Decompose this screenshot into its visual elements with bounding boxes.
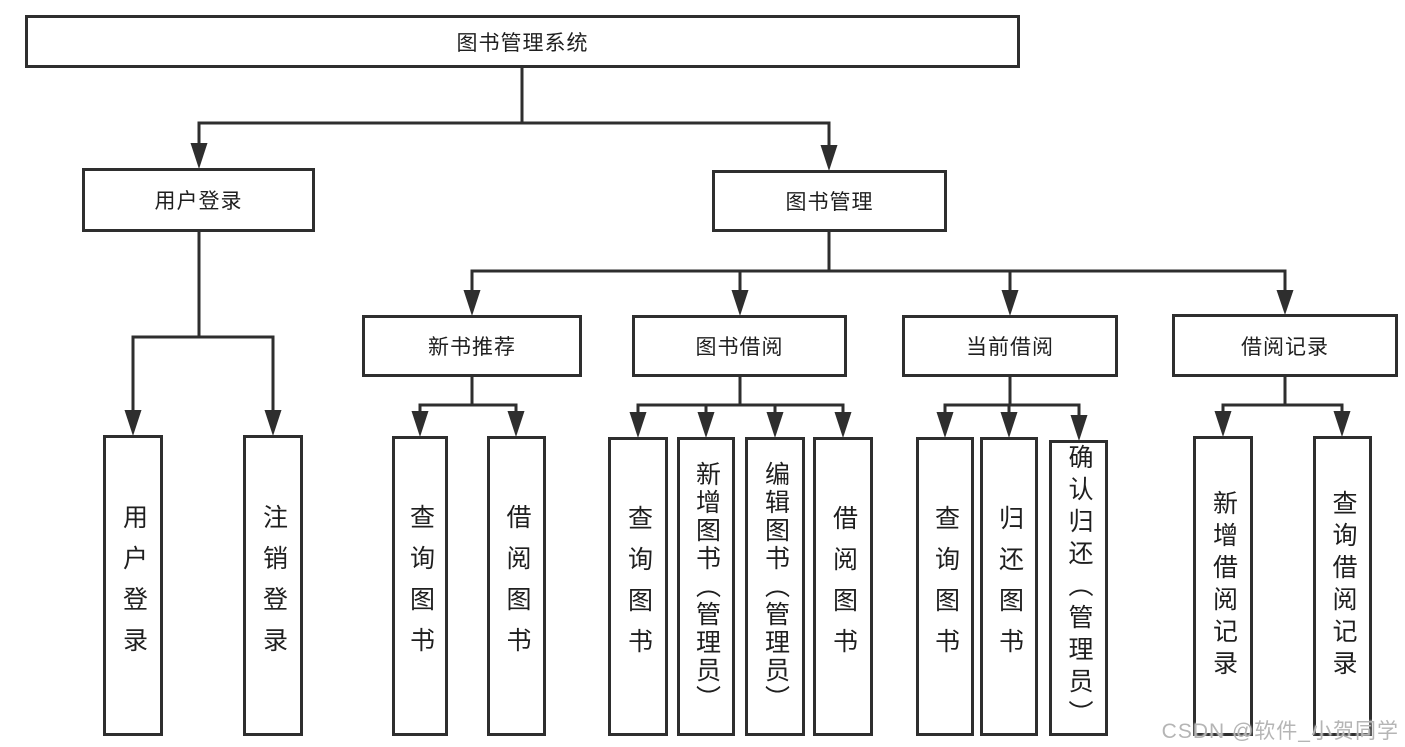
node-new-book-recommend: 新书推荐 [362, 315, 582, 377]
leaf-borrow-books-1: 借阅图书 [487, 436, 546, 736]
arrowheads [124, 143, 1351, 441]
leaf-add-books-admin: 新增图书（管理员） [677, 437, 735, 736]
node-root: 图书管理系统 [25, 15, 1020, 68]
leaf-confirm-return-admin: 确认归还（管理员） [1049, 440, 1108, 736]
leaf-return-books: 归还图书 [980, 437, 1038, 736]
leaf-query-borrow-record: 查询借阅记录 [1313, 436, 1372, 736]
leaf-add-borrow-record: 新增借阅记录 [1193, 436, 1253, 736]
node-book-borrowing: 图书借阅 [632, 315, 847, 377]
node-borrowing-records: 借阅记录 [1172, 314, 1398, 377]
leaf-logout: 注销登录 [243, 435, 303, 736]
leaf-borrow-books-2: 借阅图书 [813, 437, 873, 736]
csdn-watermark: CSDN @软件_小贺同学 [1161, 720, 1399, 743]
leaf-query-books-1: 查询图书 [392, 436, 448, 736]
leaf-query-books-2: 查询图书 [608, 437, 668, 736]
leaf-query-books-3: 查询图书 [916, 437, 974, 736]
node-current-borrowing: 当前借阅 [902, 315, 1118, 377]
node-user-login: 用户登录 [82, 168, 315, 232]
node-book-management: 图书管理 [712, 170, 947, 232]
leaf-edit-books-admin: 编辑图书（管理员） [745, 437, 805, 736]
leaf-user-login: 用户登录 [103, 435, 163, 736]
